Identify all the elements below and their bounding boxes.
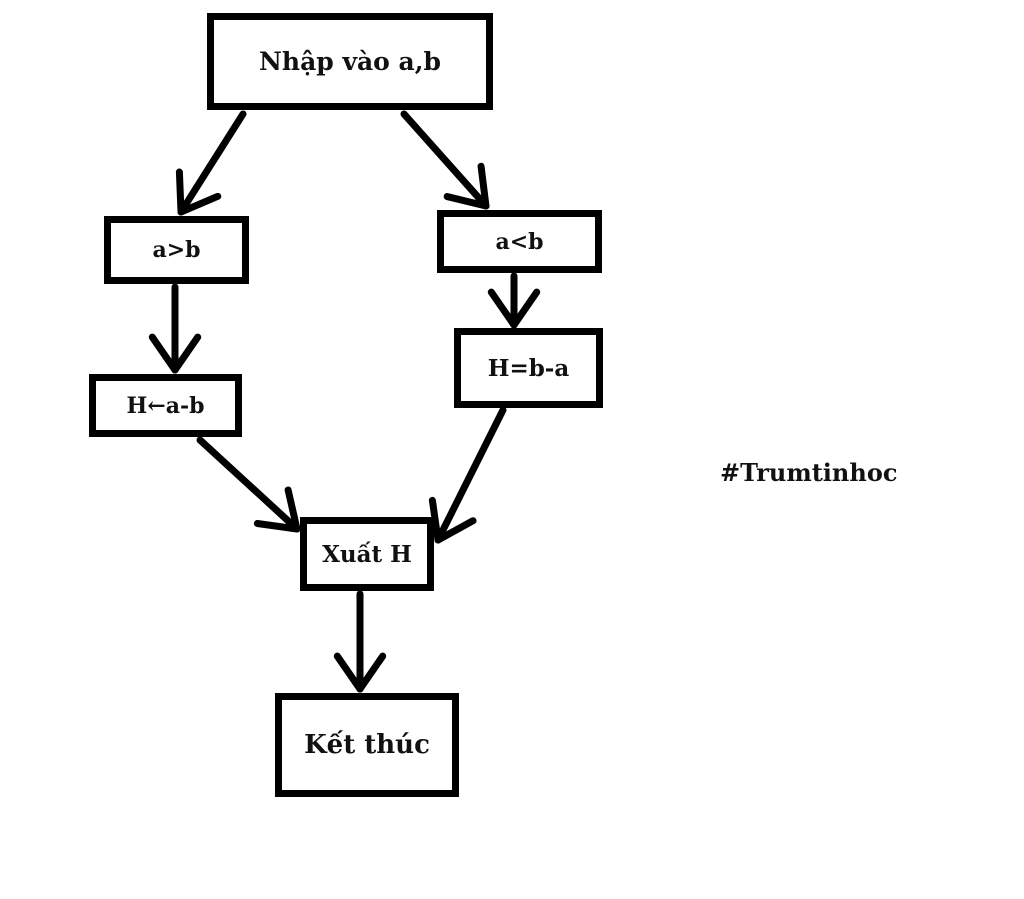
node-end: Kết thúc bbox=[275, 693, 459, 797]
node-assign-h-b-minus-a: H=b-a bbox=[454, 328, 603, 408]
arrowhead-start-to-agtb bbox=[175, 168, 222, 216]
arrowhead-agtb-to-hab bbox=[148, 333, 202, 374]
node-condition-a-greater-b: a>b bbox=[104, 216, 249, 284]
watermark-text: #Trumtinhoc bbox=[720, 458, 898, 487]
node-assign-h-b-minus-a-label: H=b-a bbox=[487, 354, 570, 382]
node-condition-a-less-b-label: a<b bbox=[495, 228, 544, 255]
node-output-h-label: Xuất H bbox=[322, 540, 412, 568]
arrowhead-out-to-end bbox=[333, 652, 387, 693]
node-assign-h-a-minus-b: H←a-b bbox=[89, 374, 242, 437]
node-start-label: Nhập vào a,b bbox=[259, 47, 441, 76]
node-start: Nhập vào a,b bbox=[207, 13, 493, 110]
arrowhead-hab-to-out bbox=[253, 486, 301, 533]
arrowhead-altb-to-hba bbox=[487, 288, 541, 329]
node-assign-h-a-minus-b-label: H←a-b bbox=[126, 392, 205, 419]
node-end-label: Kết thúc bbox=[304, 730, 430, 760]
node-condition-a-less-b: a<b bbox=[437, 210, 602, 273]
node-condition-a-greater-b-label: a>b bbox=[152, 237, 201, 263]
arrow-start-to-altb bbox=[400, 110, 490, 210]
arrow-start-to-agtb bbox=[177, 110, 247, 216]
arrow-hab-to-out bbox=[196, 436, 301, 533]
arrowhead-hba-to-out bbox=[428, 496, 477, 544]
arrowhead-start-to-altb bbox=[443, 162, 490, 210]
arrow-hba-to-out bbox=[434, 406, 507, 544]
node-output-h: Xuất H bbox=[300, 517, 434, 591]
